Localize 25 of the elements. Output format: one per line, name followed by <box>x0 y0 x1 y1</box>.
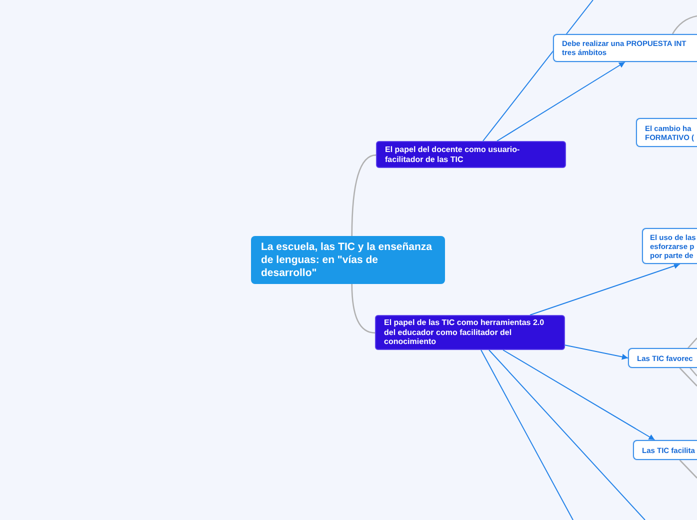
branch-line <box>690 368 697 376</box>
connector-line <box>488 350 646 520</box>
topic-label: La escuela, las TIC y la enseñanza de lenguas: en "vías de desarrollo" <box>261 240 433 280</box>
subtopic-box <box>642 228 697 264</box>
branch-line <box>672 15 697 34</box>
subtopic-box <box>553 34 697 62</box>
connector-line <box>480 350 574 520</box>
branch-line <box>351 284 376 334</box>
central-topic-box <box>251 236 445 284</box>
branch-line <box>688 338 697 348</box>
branch-line <box>679 460 697 478</box>
topic-box <box>376 141 566 168</box>
subtopic-box <box>628 348 697 368</box>
connector-line <box>482 0 594 142</box>
topic-box <box>375 315 565 350</box>
arrow <box>564 344 628 360</box>
branch-line <box>679 368 697 386</box>
arrow <box>496 62 626 142</box>
topic-label: El papel de las TIC como herramientas 2.0 del educador como facilitador del conocimiento <box>384 318 546 347</box>
topic-label: El papel del docente como usuario-facilitador de las TIC <box>385 145 521 164</box>
arrow <box>502 350 656 440</box>
subtopic-box <box>633 440 697 460</box>
arrow <box>530 263 680 316</box>
subtopic-box <box>636 118 697 147</box>
branch-line <box>351 154 376 236</box>
